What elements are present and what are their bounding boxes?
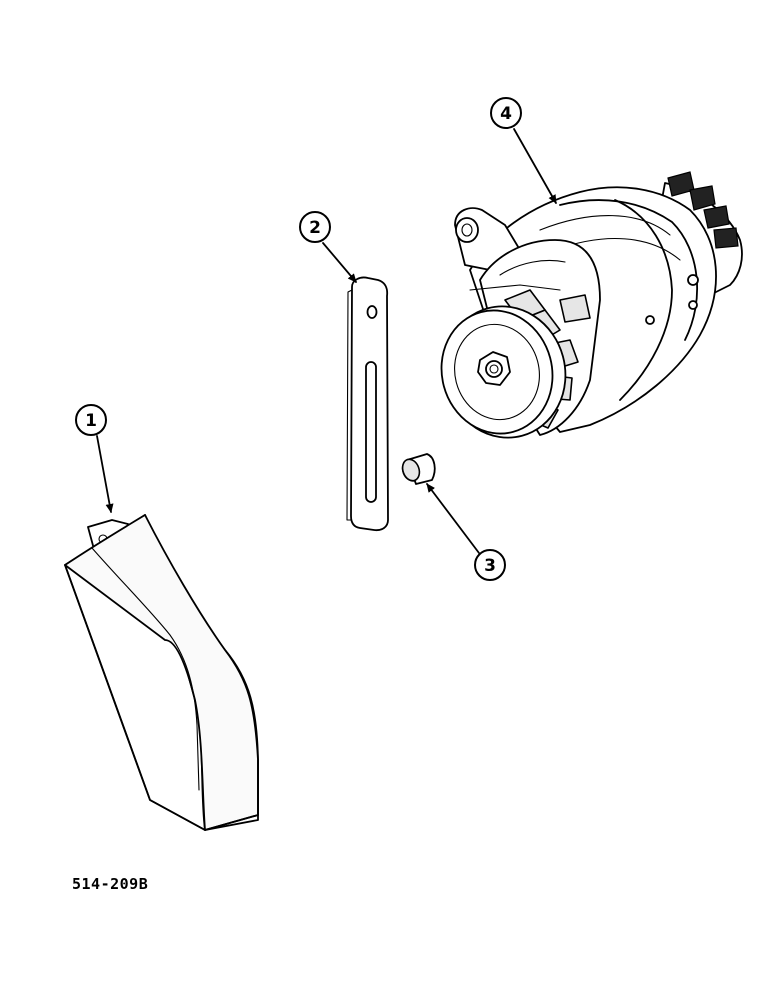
alternator-drawing bbox=[440, 171, 743, 439]
adjusting-strap-drawing bbox=[346, 276, 389, 532]
callout-4: 4 bbox=[490, 97, 557, 204]
belt-guard-drawing bbox=[64, 514, 259, 831]
spacer-bushing-drawing bbox=[401, 453, 436, 485]
callout-1: 1 bbox=[75, 404, 114, 513]
callout-2-number: 2 bbox=[309, 218, 321, 238]
callout-2: 2 bbox=[299, 211, 357, 283]
callout-3: 3 bbox=[426, 483, 506, 581]
pulley bbox=[440, 305, 567, 439]
callout-3-number: 3 bbox=[484, 556, 496, 576]
callout-4-number: 4 bbox=[500, 104, 512, 124]
figure-reference-code: 514-209B bbox=[72, 875, 149, 893]
callout-1-number: 1 bbox=[85, 411, 97, 431]
